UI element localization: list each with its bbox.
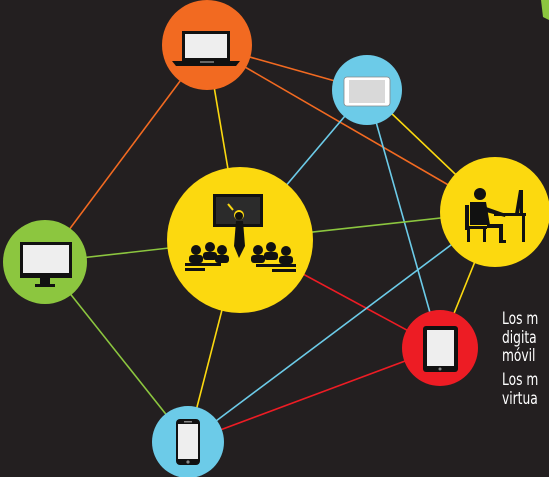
paragraph-1-line-3: móvil [502, 346, 536, 366]
partial-green-shape [541, 0, 549, 20]
node-tablet [402, 310, 478, 386]
edge-laptop-person-at-desk [206, 44, 496, 213]
node-smartphone [152, 406, 224, 477]
paragraph-2-line-1: Los m [502, 370, 539, 390]
edge-tablet-landscape-tablet [366, 89, 441, 349]
laptop-icon [172, 31, 240, 66]
paragraph-2: Los m virtua [502, 371, 538, 408]
edge-laptop-desktop-monitor [44, 44, 208, 263]
tablet-icon [423, 326, 458, 372]
desktop-monitor-icon [20, 242, 72, 287]
tablet-landscape-icon [343, 76, 391, 107]
paragraph-1: Los m digita móvil [502, 310, 538, 366]
node-laptop [162, 0, 252, 90]
paragraph-1-line-1: Los m [502, 309, 539, 329]
edge-smartphone-tablet [187, 347, 441, 443]
node-person-at-desk [440, 157, 549, 267]
paragraph-1-line-2: digita [502, 327, 537, 348]
node-desktop-monitor [3, 220, 87, 304]
node-tablet-landscape [332, 55, 402, 125]
node-classroom [167, 167, 313, 313]
smartphone-icon [176, 419, 200, 465]
person-at-desk-icon [465, 188, 526, 243]
edge-smartphone-person-at-desk [187, 211, 496, 443]
classroom-icon [185, 194, 296, 272]
paragraph-2-line-2: virtua [502, 388, 538, 409]
